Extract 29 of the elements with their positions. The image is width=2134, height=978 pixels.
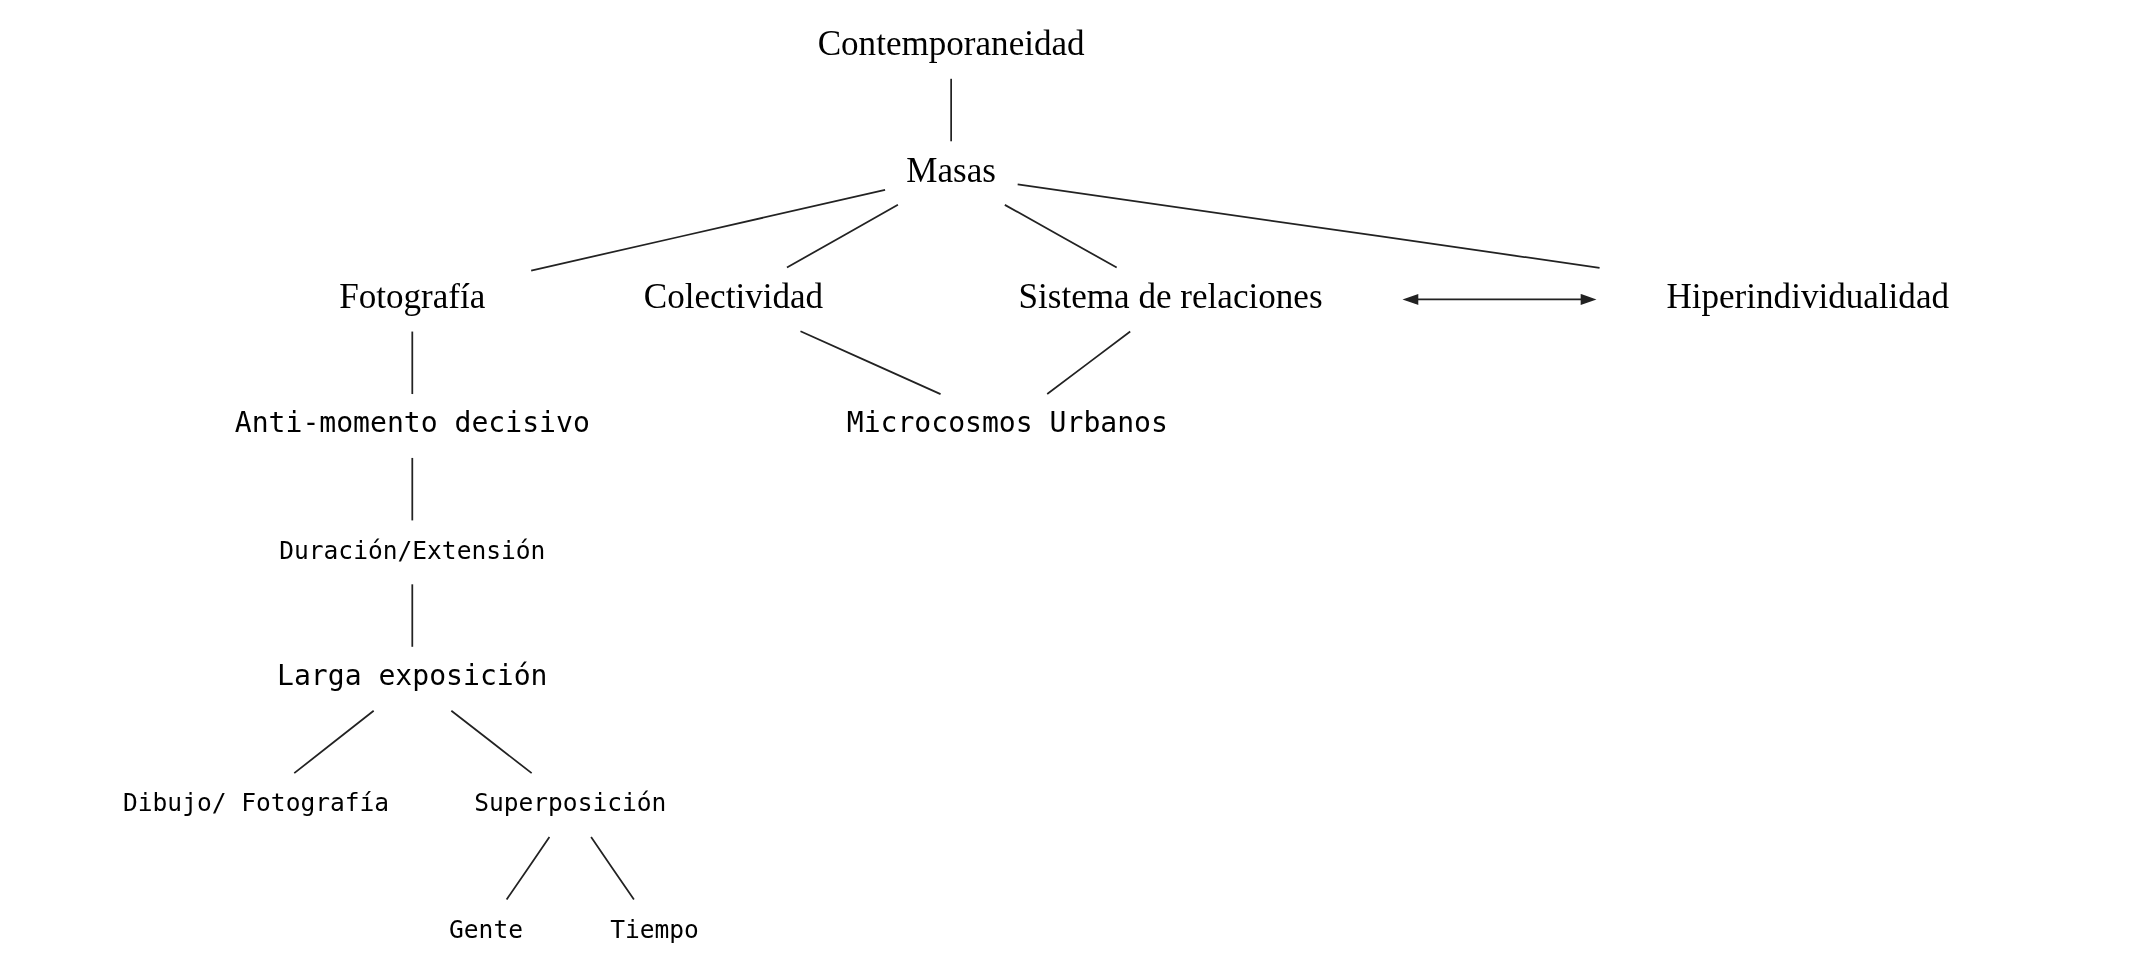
- node-text: Gente: [449, 914, 523, 944]
- connector: [293, 709, 375, 775]
- node-text: Masas: [906, 150, 996, 190]
- arrow: [1402, 293, 1597, 305]
- node-text: Superposición: [474, 788, 667, 818]
- connector: [411, 330, 414, 395]
- connector: [590, 836, 635, 901]
- connector: [411, 457, 414, 522]
- connector: [786, 204, 899, 269]
- connector: [799, 330, 942, 395]
- connector: [950, 77, 953, 143]
- node-text: Sistema de relaciones: [1018, 277, 1323, 317]
- node-text: Tiempo: [610, 914, 699, 944]
- node-text: Larga exposición: [277, 659, 548, 693]
- node-text: Fotografía: [339, 277, 486, 317]
- node-text: Microcosmos Urbanos: [846, 406, 1168, 440]
- node-text: Hiperindividualidad: [1666, 277, 1950, 317]
- node-text: Duración/Extensión: [279, 535, 546, 565]
- connector: [1003, 204, 1118, 269]
- node-text: Contemporaneidad: [817, 24, 1085, 64]
- node-text: Dibujo/ Fotografía: [122, 788, 390, 818]
- node-text: Anti-momento decisivo: [234, 406, 590, 440]
- node-text: Colectividad: [643, 277, 824, 317]
- connector: [450, 709, 533, 775]
- connector: [411, 583, 414, 648]
- connector: [1046, 330, 1132, 395]
- connector: [530, 189, 886, 272]
- connector: [1016, 183, 1601, 269]
- connector: [505, 836, 551, 901]
